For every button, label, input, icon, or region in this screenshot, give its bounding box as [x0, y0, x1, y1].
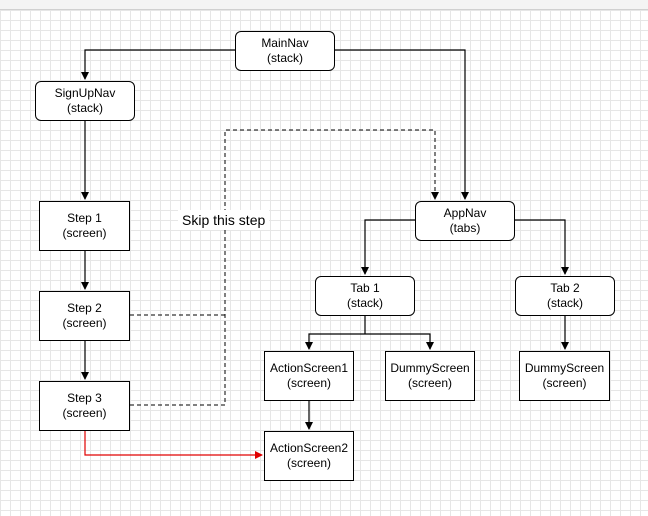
node-actionscreen2-title: ActionScreen2	[269, 441, 349, 455]
node-tab2[interactable]: Tab 2 (stack)	[515, 276, 615, 316]
node-appnav-sub: (tabs)	[449, 221, 481, 235]
node-dummyscreen-tab2-sub: (screen)	[542, 376, 587, 390]
node-step3-title: Step 3	[67, 391, 102, 405]
node-mainnav[interactable]: MainNav (stack)	[235, 31, 335, 71]
node-step1-title: Step 1	[67, 211, 102, 225]
node-tab2-title: Tab 2	[550, 281, 580, 295]
edge-mainnav-appnav	[334, 49, 469, 200]
skip-step-label: Skip this step	[178, 210, 270, 230]
node-actionscreen1-sub: (screen)	[286, 376, 331, 390]
node-dummyscreen-tab1-title: DummyScreen	[390, 361, 470, 375]
node-step1[interactable]: Step 1 (screen)	[39, 201, 130, 251]
edge-step3-actionscreen2	[84, 431, 263, 459]
edge-skip-step3	[130, 129, 439, 406]
edge-appnav-tab1	[361, 219, 415, 275]
node-step3[interactable]: Step 3 (screen)	[39, 381, 130, 431]
edge-tab1-actionscreen1	[305, 333, 365, 350]
node-signupnav[interactable]: SignUpNav (stack)	[35, 81, 135, 121]
node-signupnav-sub: (stack)	[67, 101, 103, 115]
node-step2-title: Step 2	[67, 301, 102, 315]
node-signupnav-title: SignUpNav	[54, 86, 116, 100]
node-dummyscreen-tab2-title: DummyScreen	[524, 361, 605, 375]
node-actionscreen1[interactable]: ActionScreen1 (screen)	[264, 351, 354, 401]
node-tab1-title: Tab 1	[350, 281, 380, 295]
edge-mainnav-signupnav	[81, 49, 235, 80]
edge-appnav-tab2	[514, 219, 569, 275]
node-mainnav-title: MainNav	[261, 36, 309, 50]
edge-tab1-dummyscreen	[365, 333, 434, 350]
node-tab2-sub: (stack)	[547, 296, 583, 310]
node-dummyscreen-tab1-sub: (screen)	[407, 376, 452, 390]
node-step2[interactable]: Step 2 (screen)	[39, 291, 130, 341]
node-actionscreen1-title: ActionScreen1	[269, 361, 349, 375]
node-tab1[interactable]: Tab 1 (stack)	[315, 276, 415, 316]
node-appnav-title: AppNav	[443, 206, 487, 220]
node-actionscreen2[interactable]: ActionScreen2 (screen)	[264, 431, 354, 481]
node-mainnav-sub: (stack)	[267, 51, 303, 65]
node-step3-sub: (screen)	[62, 406, 107, 420]
node-actionscreen2-sub: (screen)	[286, 456, 331, 470]
node-tab1-sub: (stack)	[347, 296, 383, 310]
node-dummyscreen-tab2[interactable]: DummyScreen (screen)	[519, 351, 610, 401]
node-step1-sub: (screen)	[62, 226, 107, 240]
node-dummyscreen-tab1[interactable]: DummyScreen (screen)	[385, 351, 475, 401]
node-appnav[interactable]: AppNav (tabs)	[415, 201, 515, 241]
node-step2-sub: (screen)	[62, 316, 107, 330]
canvas-toolbar-strip	[0, 0, 648, 10]
